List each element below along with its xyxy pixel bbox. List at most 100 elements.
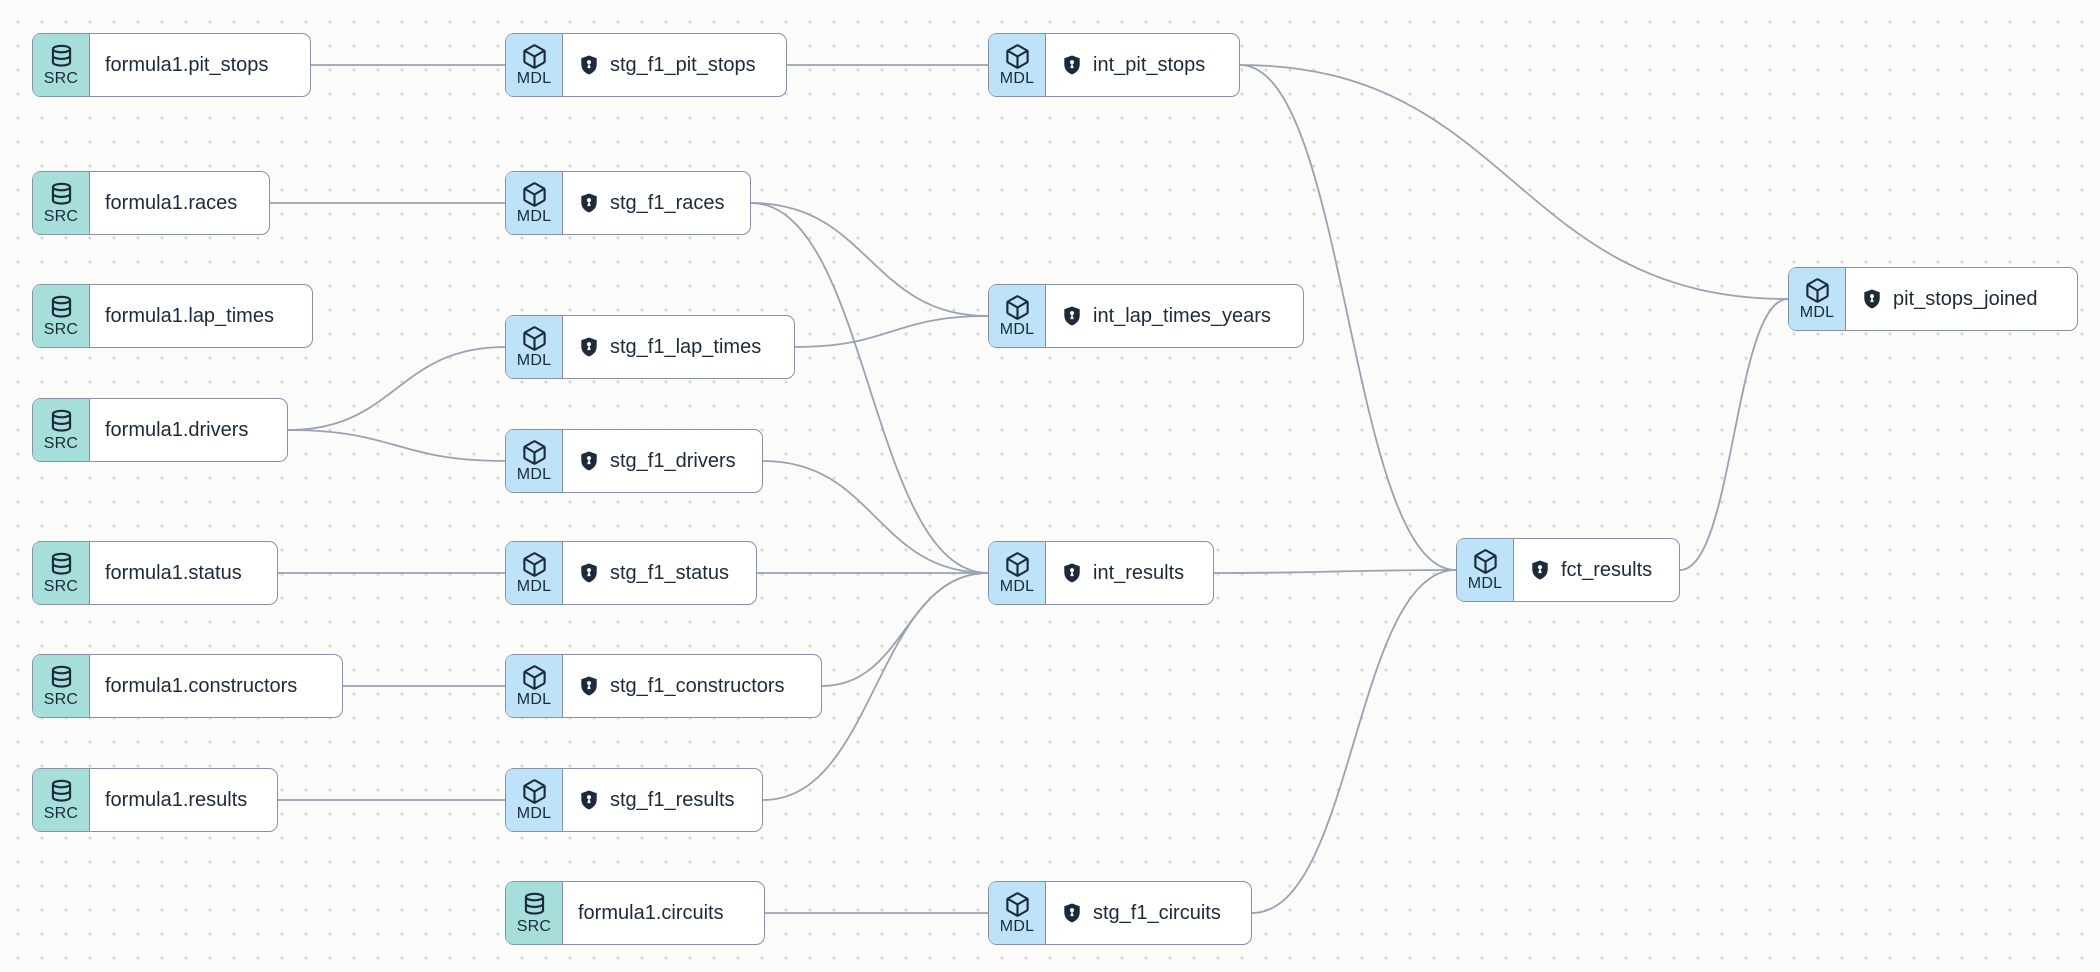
lineage-node-formula1.status[interactable]: SRC formula1.status (32, 541, 278, 605)
edge-stg_races-to-int_lap_times_years (750, 202, 989, 317)
node-type-badge: MDL (1457, 539, 1514, 601)
lineage-node-pit_stops_joined[interactable]: MDL pit_stops_joined (1788, 267, 2078, 331)
lineage-node-formula1.constructors[interactable]: SRC formula1.constructors (32, 654, 343, 718)
node-type-badge: SRC (33, 172, 90, 234)
database-icon (51, 779, 71, 802)
node-name: formula1.pit_stops (105, 53, 269, 76)
node-type-badge: MDL (506, 34, 563, 96)
cube-icon (522, 778, 546, 804)
cube-icon (522, 181, 546, 207)
node-type-badge: MDL (506, 655, 563, 717)
node-name: formula1.constructors (105, 674, 298, 697)
shield-icon (1864, 289, 1880, 309)
cube-icon (522, 325, 546, 351)
lineage-node-formula1.results[interactable]: SRC formula1.results (32, 768, 278, 832)
lineage-node-formula1.lap_times[interactable]: SRC formula1.lap_times (32, 284, 313, 348)
shield-icon (581, 676, 597, 696)
node-type-label: MDL (999, 577, 1035, 595)
lineage-node-formula1.drivers[interactable]: SRC formula1.drivers (32, 398, 288, 462)
edge-int_results-to-fct_results (1213, 569, 1457, 574)
node-type-label: MDL (516, 577, 552, 595)
edge-src_drivers-to-stg_lap_times (287, 346, 506, 431)
database-icon (51, 44, 71, 67)
node-type-label: SRC (43, 690, 79, 708)
shield-icon (581, 55, 597, 75)
node-type-label: MDL (999, 320, 1035, 338)
cube-icon (1005, 891, 1029, 917)
node-name: stg_f1_constructors (610, 674, 785, 697)
database-icon (51, 409, 71, 432)
edge-int_pit_stops-to-fct_results (1239, 64, 1457, 571)
node-name: pit_stops_joined (1893, 287, 2038, 310)
shield-icon (581, 563, 597, 583)
database-icon (51, 552, 71, 575)
node-label-cell: stg_f1_lap_times (563, 316, 794, 378)
node-type-badge: SRC (33, 542, 90, 604)
lineage-node-int_pit_stops[interactable]: MDL int_pit_stops (988, 33, 1240, 97)
lineage-node-stg_f1_drivers[interactable]: MDL stg_f1_drivers (505, 429, 763, 493)
node-label-cell: formula1.circuits (563, 882, 764, 944)
node-type-badge: MDL (989, 542, 1046, 604)
edge-stg_lap_times-to-int_lap_times_years (794, 315, 989, 348)
lineage-node-stg_f1_races[interactable]: MDL stg_f1_races (505, 171, 751, 235)
shield-icon (581, 337, 597, 357)
node-type-badge: MDL (506, 430, 563, 492)
node-type-badge: MDL (989, 34, 1046, 96)
node-label-cell: stg_f1_races (563, 172, 750, 234)
lineage-node-stg_f1_status[interactable]: MDL stg_f1_status (505, 541, 757, 605)
node-name: fct_results (1561, 558, 1653, 581)
shield-icon (1064, 563, 1080, 583)
node-type-label: MDL (516, 69, 552, 87)
node-type-label: SRC (516, 917, 552, 935)
database-icon (51, 182, 71, 205)
lineage-node-stg_f1_circuits[interactable]: MDL stg_f1_circuits (988, 881, 1252, 945)
node-name: formula1.drivers (105, 418, 249, 441)
node-name: stg_f1_results (610, 788, 735, 811)
node-label-cell: stg_f1_results (563, 769, 762, 831)
node-type-label: MDL (1467, 574, 1503, 592)
node-type-badge: MDL (506, 542, 563, 604)
shield-icon (581, 193, 597, 213)
node-type-label: SRC (43, 804, 79, 822)
database-icon (51, 665, 71, 688)
node-type-label: SRC (43, 320, 79, 338)
shield-icon (1532, 560, 1548, 580)
node-type-label: MDL (999, 917, 1035, 935)
lineage-node-stg_f1_results[interactable]: MDL stg_f1_results (505, 768, 763, 832)
lineage-node-stg_f1_lap_times[interactable]: MDL stg_f1_lap_times (505, 315, 795, 379)
node-type-label: SRC (43, 577, 79, 595)
cube-icon (522, 551, 546, 577)
node-label-cell: formula1.results (90, 769, 277, 831)
node-type-label: MDL (516, 804, 552, 822)
lineage-node-formula1.races[interactable]: SRC formula1.races (32, 171, 270, 235)
lineage-node-fct_results[interactable]: MDL fct_results (1456, 538, 1680, 602)
node-label-cell: stg_f1_constructors (563, 655, 821, 717)
shield-icon (1064, 55, 1080, 75)
lineage-node-int_results[interactable]: MDL int_results (988, 541, 1214, 605)
node-type-badge: MDL (989, 882, 1046, 944)
node-type-badge: SRC (33, 399, 90, 461)
shield-icon (581, 790, 597, 810)
node-type-label: MDL (516, 465, 552, 483)
node-type-badge: MDL (1789, 268, 1846, 330)
node-type-badge: SRC (33, 655, 90, 717)
lineage-node-formula1.circuits[interactable]: SRC formula1.circuits (505, 881, 765, 945)
node-name: formula1.results (105, 788, 248, 811)
edge-stg_drivers-to-int_results (762, 460, 989, 574)
shield-icon (581, 451, 597, 471)
lineage-node-stg_f1_pit_stops[interactable]: MDL stg_f1_pit_stops (505, 33, 787, 97)
node-label-cell: formula1.pit_stops (90, 34, 310, 96)
node-type-label: MDL (516, 207, 552, 225)
node-name: stg_f1_drivers (610, 449, 736, 472)
lineage-node-int_lap_times_years[interactable]: MDL int_lap_times_years (988, 284, 1304, 348)
node-label-cell: fct_results (1514, 539, 1679, 601)
lineage-node-stg_f1_constructors[interactable]: MDL stg_f1_constructors (505, 654, 822, 718)
database-icon (524, 892, 544, 915)
node-type-badge: MDL (506, 769, 563, 831)
node-type-label: SRC (43, 434, 79, 452)
node-type-label: MDL (516, 351, 552, 369)
lineage-node-formula1.pit_stops[interactable]: SRC formula1.pit_stops (32, 33, 311, 97)
